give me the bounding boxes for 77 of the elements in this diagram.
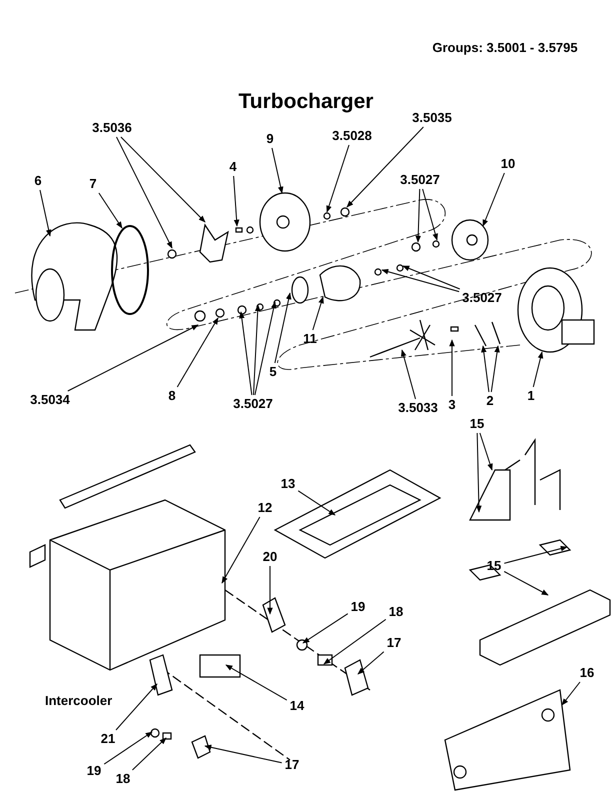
leader-line bbox=[326, 144, 350, 213]
leader-line bbox=[504, 571, 549, 596]
leader-line bbox=[116, 683, 158, 730]
callout-number: 15 bbox=[486, 559, 502, 573]
leader-line bbox=[302, 613, 348, 644]
leader-line bbox=[132, 738, 166, 770]
callout-number: 11 bbox=[302, 332, 318, 346]
leader-line bbox=[104, 732, 153, 765]
leader-line bbox=[449, 339, 455, 396]
leader-line bbox=[120, 136, 206, 222]
leader-line bbox=[312, 296, 324, 330]
callout-number: 3.5036 bbox=[91, 121, 133, 135]
leader-line bbox=[504, 546, 568, 564]
callout-number: 1 bbox=[526, 389, 536, 403]
callout-number: 8 bbox=[167, 389, 177, 403]
leader-line bbox=[253, 304, 260, 396]
leader-line bbox=[479, 432, 493, 471]
callout-number: 3.5028 bbox=[331, 129, 373, 143]
leader-line bbox=[204, 744, 282, 764]
leader-line bbox=[490, 345, 500, 392]
leader-line bbox=[254, 301, 276, 396]
callout-number: 2 bbox=[485, 394, 495, 408]
leader-line bbox=[481, 345, 490, 392]
callout-number: 3.5027 bbox=[399, 173, 441, 187]
leader-line bbox=[233, 176, 240, 227]
leader-line bbox=[532, 351, 544, 388]
leader-line bbox=[422, 188, 438, 241]
leader-line bbox=[402, 266, 460, 290]
callout-number: 5 bbox=[268, 365, 278, 379]
callout-number: 12 bbox=[256, 501, 274, 515]
callout-number: 3.5027 bbox=[232, 397, 274, 411]
leader-line bbox=[40, 190, 52, 237]
callout-number: 16 bbox=[578, 666, 596, 680]
callout-number: 20 bbox=[262, 550, 278, 564]
leader-line bbox=[274, 292, 292, 364]
leader-line bbox=[267, 566, 273, 615]
leader-line bbox=[98, 192, 122, 229]
assembly-label: Intercooler bbox=[45, 693, 112, 708]
leader-line bbox=[381, 269, 460, 292]
leader-line bbox=[357, 651, 384, 674]
leader-line bbox=[225, 664, 288, 701]
leader-line bbox=[67, 324, 199, 392]
callout-number: 19 bbox=[350, 600, 366, 614]
leader-line bbox=[482, 172, 505, 227]
callout-number: 18 bbox=[114, 772, 132, 786]
callout-number: 7 bbox=[88, 177, 98, 191]
callout-number: 17 bbox=[386, 636, 402, 650]
leader-line bbox=[415, 188, 421, 243]
leader-line bbox=[272, 148, 284, 194]
callout-number: 19 bbox=[86, 764, 102, 778]
leader-line bbox=[298, 490, 336, 516]
leader-line bbox=[400, 349, 416, 400]
leader-line bbox=[346, 126, 424, 208]
leader-line bbox=[222, 516, 260, 584]
leader-line bbox=[176, 317, 218, 388]
callout-number: 15 bbox=[468, 417, 486, 431]
callout-number: 3.5034 bbox=[29, 393, 71, 407]
callout-number: 9 bbox=[265, 132, 275, 146]
callout-number: 3.5027 bbox=[461, 291, 503, 305]
group-numbers-note: Groups: 3.5001 - 3.5795 bbox=[431, 40, 579, 55]
callout-number: 3.5035 bbox=[411, 111, 453, 125]
callout-number: 18 bbox=[388, 605, 404, 619]
callout-number: 13 bbox=[280, 477, 296, 491]
callout-number: 17 bbox=[284, 758, 300, 772]
callout-number: 10 bbox=[500, 157, 516, 171]
leader-line bbox=[476, 432, 482, 513]
callout-number: 4 bbox=[228, 160, 238, 174]
callout-number: 21 bbox=[100, 732, 116, 746]
callout-number: 3 bbox=[447, 398, 457, 412]
callout-number: 14 bbox=[288, 699, 306, 713]
leader-line bbox=[323, 618, 386, 664]
leader-line bbox=[239, 311, 252, 396]
callout-number: 3.5033 bbox=[397, 401, 439, 415]
diagram-title: Turbocharger bbox=[238, 90, 374, 114]
leader-line bbox=[562, 682, 580, 706]
leader-line bbox=[116, 136, 172, 249]
callout-number: 6 bbox=[33, 174, 43, 188]
